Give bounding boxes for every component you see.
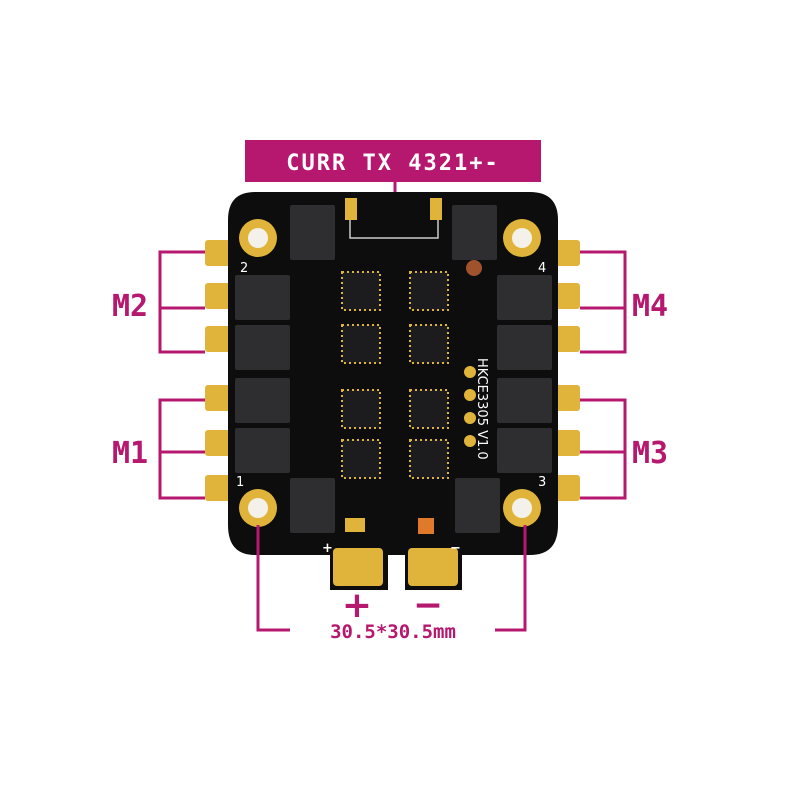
header-callout: CURR TX 4321+- [245, 140, 541, 202]
power-pad-plus [333, 548, 383, 586]
silk-minus: − [450, 541, 461, 556]
m2-callout: M2 [112, 250, 205, 354]
silk-corner-1: 1 [236, 475, 244, 490]
minus-label: − [413, 585, 443, 626]
dimension-callout: 30.5*30.5mm [256, 525, 527, 643]
m4-callout: M4 [580, 250, 668, 354]
m1-callout: M1 [112, 398, 205, 500]
m3-callout: M3 [580, 398, 668, 500]
led [466, 260, 482, 276]
m4-label: M4 [632, 289, 668, 324]
mosfets [235, 205, 552, 533]
m1-label: M1 [112, 436, 148, 471]
silk-plus: + [322, 541, 333, 556]
connector-pad [430, 198, 442, 220]
header-box [245, 140, 541, 182]
m3-label: M3 [632, 436, 668, 471]
power-pad-minus [408, 548, 458, 586]
dimension-label: 30.5*30.5mm [330, 621, 456, 643]
silk-corner-4: 4 [538, 261, 546, 276]
m2-label: M2 [112, 289, 148, 324]
plus-label: + [342, 585, 372, 626]
connector-pad [345, 198, 357, 220]
esc-board: 2 4 1 3 + − HKCE3305 V1.0 [205, 192, 580, 590]
silk-model: HKCE3305 V1.0 [474, 358, 489, 460]
header-label: CURR TX 4321+- [286, 151, 499, 176]
controller-chips [341, 271, 449, 479]
silk-corner-2: 2 [240, 261, 248, 276]
mounting-holes [239, 219, 541, 527]
regulator-pad [345, 518, 365, 532]
capacitor [418, 518, 434, 534]
solder-pads [464, 366, 476, 447]
silk-corner-3: 3 [538, 475, 546, 490]
